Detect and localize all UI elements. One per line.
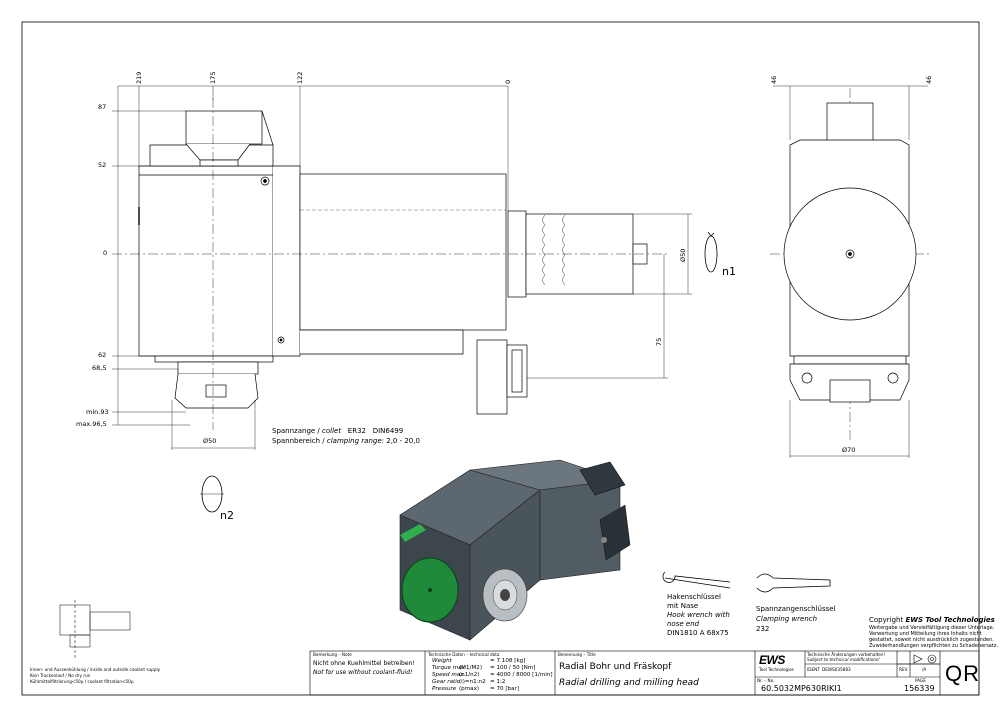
- dim-219: 219: [135, 71, 143, 84]
- coolant-note-2: Kein Trockenlauf / No dry run: [30, 673, 91, 678]
- title-de: Radial Bohr und Fräskopf: [559, 662, 672, 672]
- remark-en: Not for use without coolant-fluid!: [313, 669, 413, 676]
- dim-122: 122: [296, 71, 304, 84]
- title-en: Radial drilling and milling head: [559, 678, 699, 688]
- coolant-note-1: Innen- und Aussenkühlung / inside and ou…: [30, 667, 161, 672]
- dim-dia70: Ø70: [842, 446, 856, 454]
- tech-data-unit: (M1/M2): [459, 665, 483, 671]
- tech-data-value: = 70 [bar]: [490, 686, 520, 692]
- dim-min93: min.93: [86, 408, 109, 416]
- tech-data-unit: (pmax): [459, 686, 480, 692]
- hook-wrench-label-en1: Hook wrench with: [667, 611, 730, 619]
- dim-46-left: 46: [770, 75, 778, 84]
- dim-87: 87: [98, 103, 107, 111]
- rotation-arrow-n1: [704, 231, 718, 273]
- tech-data-value: = 100 / 50 [Nm]: [490, 665, 536, 671]
- qr-label: QR: [945, 661, 980, 686]
- dim-max96-5: max.96,5: [76, 420, 107, 428]
- ews-logo-sub: Tool Technologies: [759, 667, 794, 672]
- tech-data-value: = 1:2: [490, 679, 506, 685]
- tech-data-label: Gear ratio: [432, 679, 461, 685]
- dim-46-right: 46: [925, 75, 933, 84]
- tech-data-label: Speed max.: [432, 672, 466, 678]
- hook-wrench-std: DIN1810 A 68x75: [667, 629, 729, 637]
- copyright-title: Copyright EWS Tool Technologies: [869, 616, 995, 624]
- clamp-wrench-label-de: Spannzangenschlüssel: [756, 605, 836, 613]
- tech-data-label: Pressure: [432, 686, 457, 692]
- hook-wrench-label-de1: Hakenschlüssel: [667, 593, 721, 601]
- copyright-line-2: Verwertung und Mitteilung ihres Inhalts …: [869, 631, 982, 637]
- coolant-schematic: [59, 600, 131, 660]
- dim-68-5: 68,5: [92, 364, 107, 372]
- clamp-wrench-label-en: Clamping wrench: [756, 615, 818, 623]
- clamping-range-note: Spannbereich / clamping range: 2,0 - 20,…: [272, 437, 420, 445]
- label-n1: n1: [722, 265, 736, 278]
- dim-dia50-right: Ø50: [679, 248, 687, 262]
- ews-logo: EWS: [759, 653, 785, 667]
- front-view: [783, 102, 917, 403]
- dimension-lines: [112, 85, 928, 458]
- isometric-render: [399, 459, 631, 641]
- dim-0-left: 0: [103, 249, 108, 257]
- tech-data-value: = 4000 / 8000 [1/min]: [490, 672, 553, 678]
- clamping-wrench-icon: [756, 573, 831, 593]
- tech-data-label: Weight: [432, 658, 452, 664]
- dim-52: 52: [98, 161, 107, 169]
- notice-en: Subject to technical modifications!: [807, 657, 880, 662]
- collet-note: Spannzange / collet ER32 DIN6499: [272, 427, 404, 435]
- tech-data-label: Torque max: [432, 665, 465, 671]
- remark-header: Bemerkung – Note: [313, 652, 352, 657]
- notice-de: Technische Änderungen vorbehalten!: [807, 652, 886, 657]
- dim-175: 175: [209, 71, 217, 84]
- hook-wrench-label-de2: mit Nase: [667, 602, 699, 610]
- rev-value: /A: [922, 667, 927, 672]
- side-view: [138, 110, 648, 415]
- hook-wrench-icon: [662, 571, 731, 589]
- copyright-line-4: Zuwiderhandlungen verpflichten zu Schade…: [869, 643, 999, 649]
- dim-62: 62: [98, 351, 107, 359]
- remark-de: Nicht ohne Kuehlmittel betreiben!: [313, 660, 415, 667]
- rev-label: REV.: [899, 667, 909, 672]
- title-header: Benennung – Title: [558, 652, 596, 657]
- drawing-number: 156339: [904, 684, 935, 693]
- hook-wrench-label-en2: nose end: [667, 620, 700, 628]
- dim-75: 75: [655, 337, 663, 346]
- tech-data-value: = 7.108 [kg]: [490, 658, 526, 664]
- clamp-wrench-no: 232: [756, 625, 770, 633]
- tech-data-unit: (n1/n2): [459, 672, 480, 678]
- label-n2: n2: [220, 509, 234, 522]
- rotation-arrow-n2: [200, 475, 224, 513]
- ident-value: DEWS035883: [822, 667, 851, 672]
- dim-dia50-bottom: Ø50: [203, 437, 217, 445]
- tech-data-header: Technische Daten – technical data: [428, 652, 500, 657]
- part-number: 60.5032MP630RIKI1: [761, 684, 842, 693]
- title-block: [309, 650, 980, 696]
- copyright-line-1: Weitergabe und Vervielfältigung dieser U…: [869, 625, 995, 631]
- coolant-note-3: Kühlmittelfiltrierung<50µ / coolant filt…: [30, 679, 134, 684]
- dim-0-top: 0: [504, 79, 512, 84]
- ident-label: IDENT: [807, 667, 820, 672]
- copyright-line-3: gestattet, soweit nicht ausdrücklich zug…: [869, 637, 994, 643]
- tech-data-unit: (i)=n1:n2: [459, 679, 486, 685]
- no-label: Nr. – No.: [757, 678, 775, 683]
- page-label: PAGE: [915, 678, 926, 683]
